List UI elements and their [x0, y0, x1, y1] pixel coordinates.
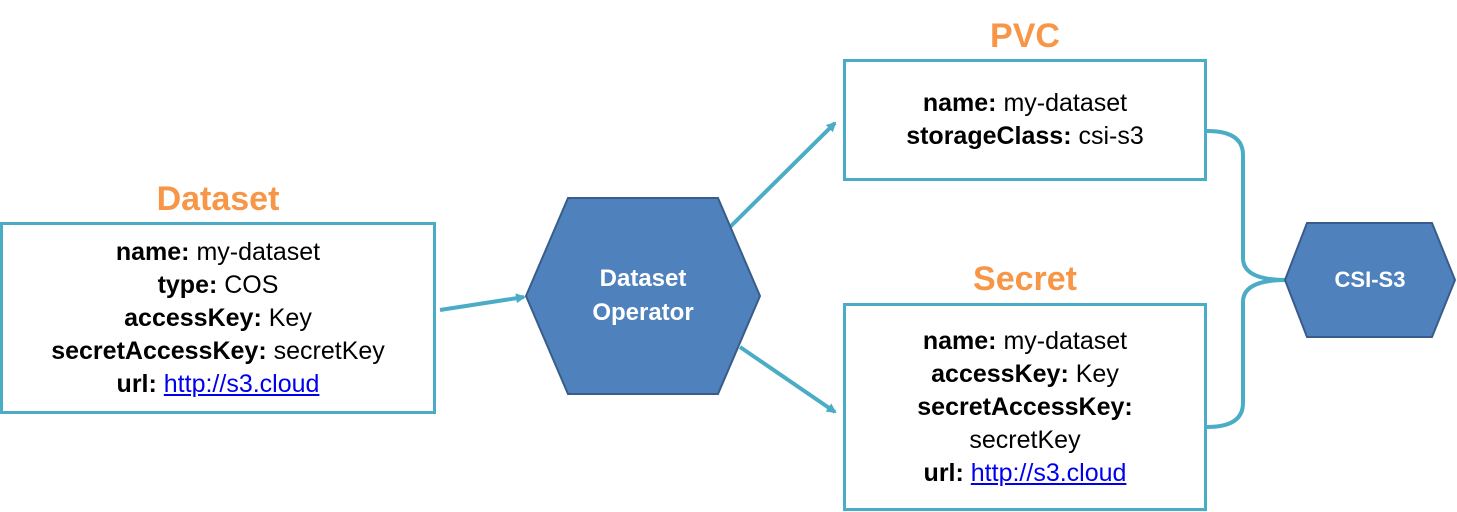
- dataset-accesskey-row: accessKey: Key: [124, 303, 312, 332]
- arrow-operator-to-pvc: [726, 121, 837, 231]
- brace-to-csi-s3: [1206, 129, 1287, 429]
- dataset-operator-line1: Dataset: [599, 265, 687, 292]
- dataset-box: name: my-dataset type: COS accessKey: Ke…: [0, 222, 436, 414]
- dataset-operator-line2: Operator: [592, 299, 694, 326]
- dataset-type-row: type: COS: [157, 270, 279, 299]
- dataset-secretaccesskey-row: secretAccessKey: secretKey: [51, 336, 385, 365]
- secret-title: Secret: [973, 260, 1077, 298]
- pvc-box: name: my-dataset storageClass: csi-s3: [843, 59, 1207, 181]
- secret-box: name: my-dataset accessKey: Key secretAc…: [843, 303, 1207, 511]
- secret-accesskey-row: accessKey: Key: [931, 359, 1119, 388]
- dataset-url-row: url: http://s3.cloud: [116, 369, 320, 398]
- arrow-operator-to-secret: [738, 345, 837, 414]
- arrow-dataset-to-operator: [439, 293, 526, 312]
- secret-secretaccesskey-label: secretAccessKey:: [917, 392, 1133, 421]
- pvc-storageclass-row: storageClass: csi-s3: [906, 122, 1144, 150]
- csi-s3-label: CSI-S3: [1334, 267, 1406, 292]
- secret-url-row: url: http://s3.cloud: [923, 458, 1127, 487]
- dataset-operator-hexagon: [524, 197, 762, 395]
- csi-s3-hexagon: [1283, 222, 1457, 338]
- secret-secretaccesskey-value: secretKey: [969, 425, 1081, 454]
- secret-url-link[interactable]: http://s3.cloud: [970, 458, 1127, 487]
- dataset-operator-label: Dataset Operator: [526, 198, 760, 394]
- dataset-title: Dataset: [156, 180, 280, 218]
- pvc-title: PVC: [990, 17, 1060, 55]
- dataset-name-row: name: my-dataset: [115, 237, 321, 266]
- secret-name-row: name: my-dataset: [922, 326, 1128, 355]
- pvc-name-row: name: my-dataset: [922, 89, 1128, 117]
- dataset-url-link[interactable]: http://s3.cloud: [163, 369, 320, 398]
